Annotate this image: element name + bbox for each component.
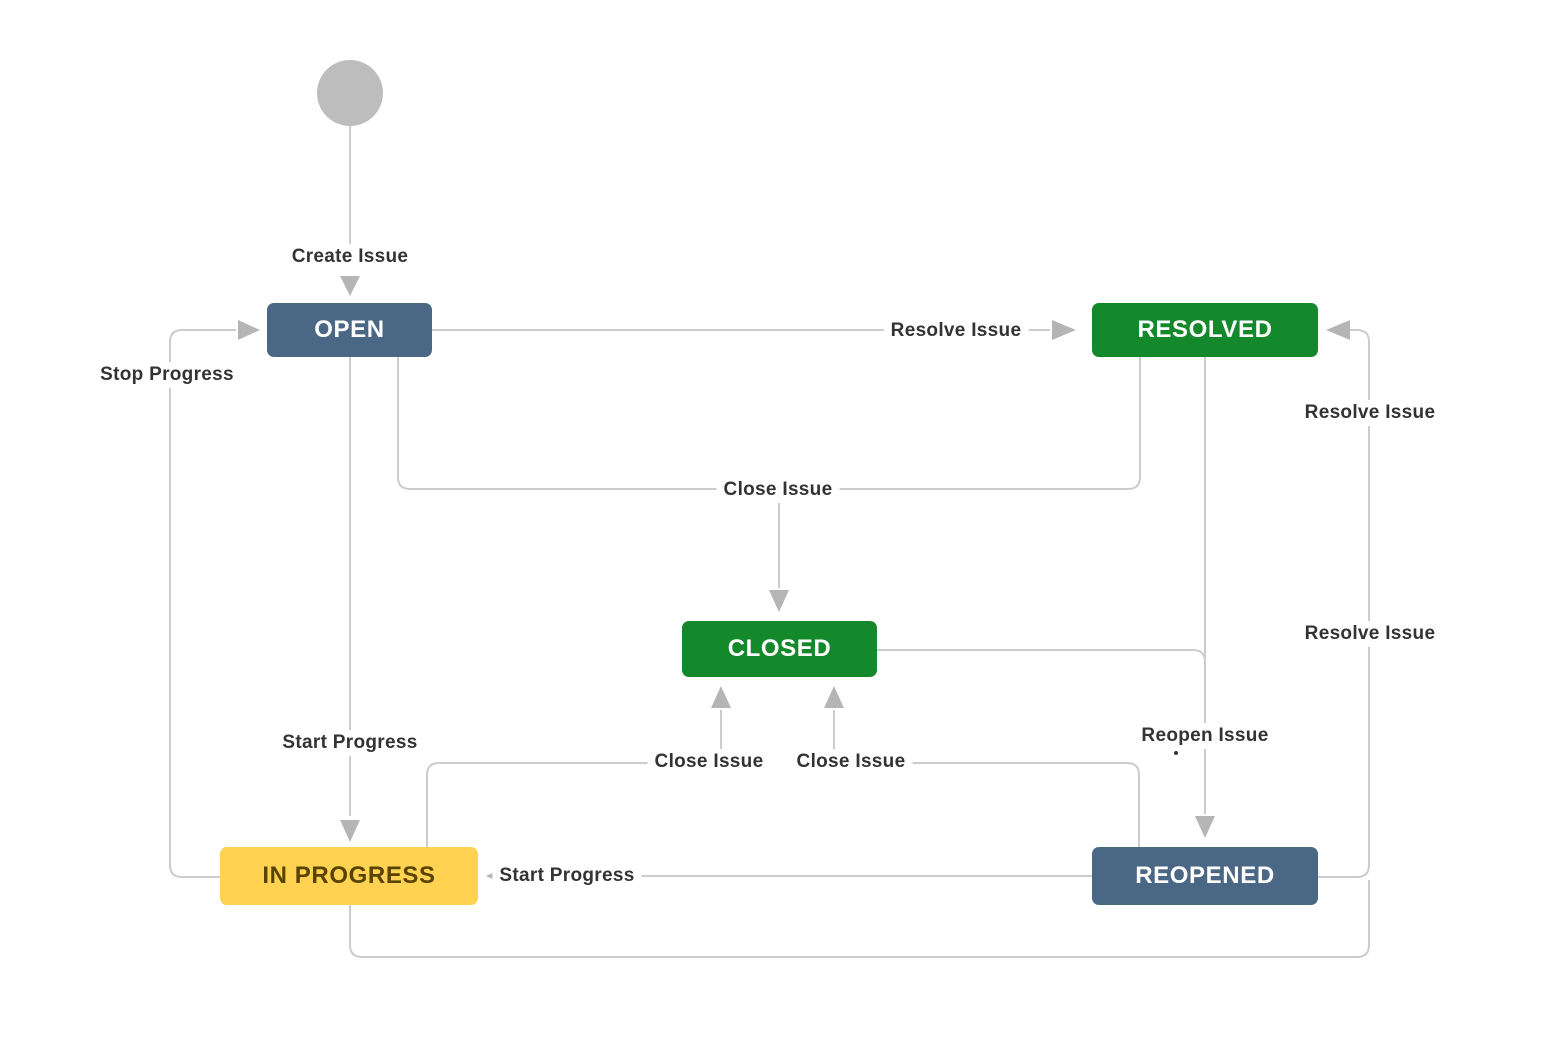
edge-inprogress-to-resolved-line	[349, 880, 1370, 958]
clipped-overlapping-label-dot	[1174, 751, 1178, 755]
edge-label-close-issue-right[interactable]: Close Issue	[789, 749, 913, 775]
arrowhead-into-reopened-top	[1195, 816, 1215, 838]
start-node-circle	[317, 60, 383, 126]
edge-label-create-issue[interactable]: Create Issue	[284, 244, 416, 270]
node-reopened[interactable]: REOPENED	[1092, 847, 1318, 905]
arrowhead-into-resolved-right	[1326, 320, 1350, 340]
arrowhead-into-inprogress-top	[340, 820, 360, 842]
edge-reopened-to-closed-line	[833, 710, 1140, 847]
arrowhead-into-closed-bottom-left	[711, 686, 731, 708]
node-closed[interactable]: CLOSED	[682, 621, 877, 677]
edge-label-reopen-issue[interactable]: Reopen Issue	[1134, 723, 1276, 749]
node-open[interactable]: OPEN	[267, 303, 432, 357]
edge-reopened-to-resolved-line	[1318, 329, 1370, 878]
edge-label-resolve-issue-right-upper[interactable]: Resolve Issue	[1297, 400, 1443, 426]
arrowhead-into-resolved-left	[1052, 320, 1076, 340]
arrowhead-into-open-top	[340, 276, 360, 296]
edge-inprogress-to-closed-line	[426, 710, 722, 857]
node-in-progress[interactable]: IN PROGRESS	[220, 847, 478, 905]
edge-closed-to-reopened-line	[877, 649, 1206, 814]
edge-label-close-issue-left[interactable]: Close Issue	[647, 749, 771, 775]
edge-label-start-progress-lower[interactable]: Start Progress	[492, 863, 642, 889]
edge-label-resolve-issue-top[interactable]: Resolve Issue	[883, 318, 1029, 344]
edge-label-close-issue-mid[interactable]: Close Issue	[716, 477, 840, 503]
arrowhead-into-open-left	[238, 320, 260, 340]
edge-label-start-progress-upper[interactable]: Start Progress	[275, 730, 425, 756]
edge-label-stop-progress[interactable]: Stop Progress	[93, 362, 241, 388]
arrowhead-into-closed-top	[769, 590, 789, 612]
edge-label-resolve-issue-right-lower[interactable]: Resolve Issue	[1297, 621, 1443, 647]
edge-inprogress-to-open-line	[169, 329, 236, 878]
node-resolved[interactable]: RESOLVED	[1092, 303, 1318, 357]
edge-open-resolved-close-rail-line	[397, 357, 1141, 490]
arrowhead-into-closed-bottom-right	[824, 686, 844, 708]
